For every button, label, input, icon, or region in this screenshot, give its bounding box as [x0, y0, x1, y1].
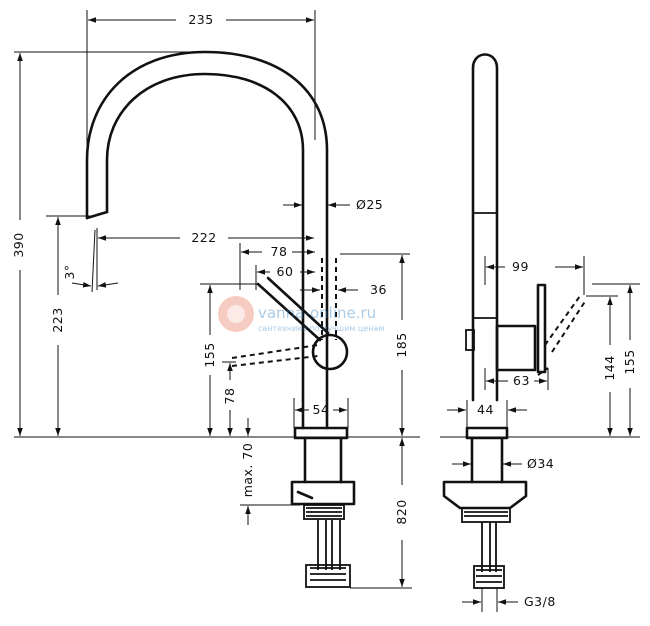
watermark-tagline: сантехника по лучшим ценам	[258, 324, 384, 333]
spout-inner	[105, 72, 305, 402]
spout-outer	[85, 50, 329, 402]
dim-155-side: 155	[440, 283, 640, 438]
side-shank	[470, 436, 504, 484]
label-44: 44	[477, 402, 494, 417]
label-155-side: 155	[622, 349, 637, 374]
label-d34: Ø34	[527, 456, 554, 471]
dim-185: 185	[340, 253, 410, 436]
side-view	[442, 53, 587, 589]
mount-nut	[303, 504, 345, 520]
dim-235: 235	[86, 10, 316, 160]
mount-detail	[296, 490, 314, 500]
dim-155: 155	[200, 283, 258, 436]
dim-44: 44	[447, 400, 527, 428]
dim-g38: G3/8	[462, 588, 556, 612]
label-54: 54	[313, 402, 330, 417]
body-lower	[301, 398, 329, 430]
side-hoses	[481, 522, 497, 572]
label-155: 155	[202, 342, 217, 367]
handle-lever-edge	[266, 276, 330, 335]
label-60: 60	[277, 264, 294, 279]
dim-144: 144	[586, 295, 618, 436]
side-spout	[471, 53, 499, 402]
side-mount-nut	[461, 507, 511, 523]
dim-820: 820	[350, 438, 412, 589]
fitting-thread	[310, 567, 346, 581]
dim-60: 60	[255, 264, 315, 290]
label-222: 222	[191, 230, 216, 245]
label-max70: max. 70	[240, 443, 255, 498]
shank	[303, 436, 343, 484]
dim-max70: max. 70	[240, 418, 300, 525]
side-mount-plate	[442, 480, 528, 510]
mounting-plate	[290, 480, 356, 506]
handle-alt-position	[231, 344, 319, 359]
side-base-ring	[465, 426, 509, 440]
dim-36: 36	[300, 282, 387, 297]
dim-222: 222	[96, 228, 314, 290]
label-63: 63	[513, 373, 530, 388]
spout-outlet	[85, 210, 109, 220]
hoses	[317, 520, 341, 570]
label-99: 99	[512, 259, 529, 274]
dim-d25: Ø25	[283, 197, 383, 212]
dim-390: 390	[11, 51, 420, 438]
side-nut-thread	[464, 511, 508, 517]
label-390: 390	[11, 232, 26, 257]
handle-alt-position-2	[231, 355, 319, 367]
label-d25: Ø25	[356, 197, 383, 212]
dim-78-top: 78	[239, 243, 315, 290]
label-820: 820	[394, 499, 409, 524]
dim-angle: 3°	[62, 229, 119, 293]
dim-d34: Ø34	[452, 456, 554, 471]
label-g38: G3/8	[524, 594, 556, 609]
side-rear-plug	[465, 329, 475, 351]
dim-78-low: 78	[222, 361, 237, 436]
base-ring	[293, 426, 349, 440]
label-223: 223	[50, 307, 65, 332]
side-fitting-thread	[476, 569, 502, 583]
side-handle-housing	[495, 324, 537, 372]
watermark-name: vanna-online.ru	[258, 304, 376, 322]
handle-hub	[311, 333, 349, 371]
front-view	[85, 50, 356, 588]
hose-fittings	[305, 564, 351, 588]
side-lever	[536, 283, 547, 374]
handle-lever	[256, 282, 322, 342]
label-36: 36	[370, 282, 387, 297]
label-235: 235	[188, 12, 213, 27]
watermark: vanna-online.ru сантехника по лучшим цен…	[218, 296, 384, 333]
dim-99: 99	[484, 256, 585, 295]
dim-63: 63	[484, 368, 549, 390]
dim-223: 223	[46, 215, 90, 436]
side-lever-alt	[537, 295, 587, 376]
label-185: 185	[394, 332, 409, 357]
label-angle: 3°	[62, 264, 77, 279]
nut-thread	[306, 507, 342, 517]
side-fittings	[473, 565, 505, 589]
label-78: 78	[271, 244, 288, 259]
label-144: 144	[602, 355, 617, 380]
dim-54: 54	[293, 398, 349, 428]
label-78-low: 78	[222, 388, 237, 405]
